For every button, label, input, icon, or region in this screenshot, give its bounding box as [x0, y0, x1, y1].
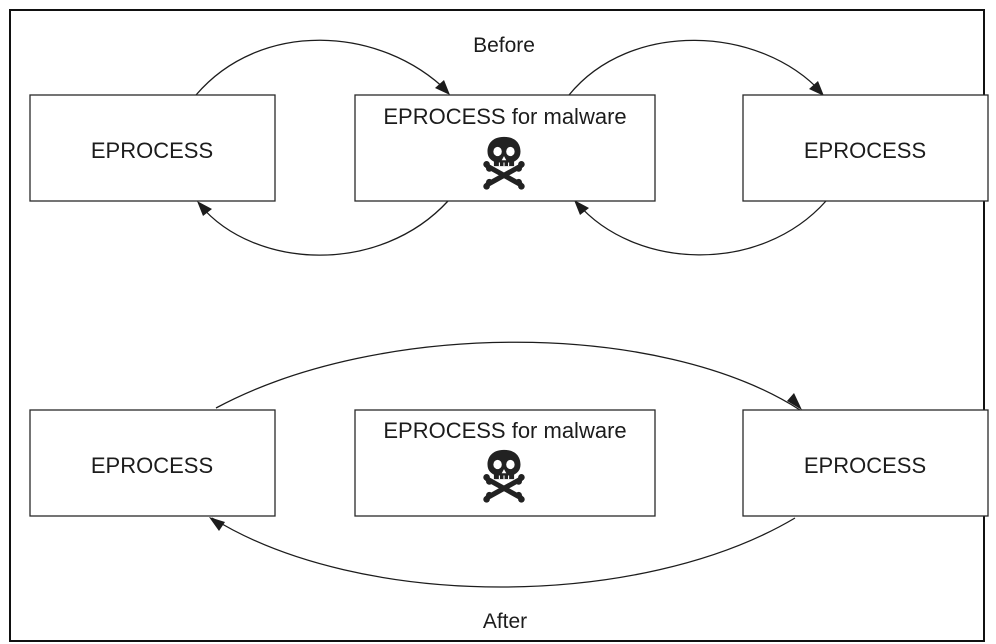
before-link-malware-to-1	[199, 200, 449, 256]
before-node-eprocess-3: EPROCESS	[742, 94, 989, 202]
after-link-3-to-1	[211, 517, 796, 588]
before-caption: Before	[473, 34, 535, 57]
node-label: EPROCESS for malware	[383, 104, 626, 129]
node-label: EPROCESS	[804, 138, 926, 163]
before-link-malware-to-3	[568, 39, 823, 96]
before-section: Before EPROCESS EPROCESS for malware EPR…	[29, 34, 989, 256]
after-caption: After	[483, 610, 527, 633]
node-label: EPROCESS	[91, 453, 213, 478]
arrowhead	[209, 517, 225, 531]
arrowhead	[787, 393, 802, 410]
node-label: EPROCESS	[804, 453, 926, 478]
node-label: EPROCESS for malware	[383, 418, 626, 443]
after-link-1-to-3	[215, 341, 801, 411]
node-label: EPROCESS	[91, 138, 213, 163]
arrowhead	[435, 80, 450, 95]
before-link-1-to-malware	[195, 39, 449, 96]
arrowhead	[809, 81, 824, 96]
after-node-eprocess-3: EPROCESS	[742, 409, 989, 517]
before-node-eprocess-1: EPROCESS	[29, 94, 276, 202]
before-node-eprocess-malware: EPROCESS for malware	[354, 94, 656, 202]
before-link-3-to-malware	[576, 200, 827, 256]
arrowhead	[197, 201, 212, 216]
after-node-eprocess-1: EPROCESS	[29, 409, 276, 517]
after-section: EPROCESS EPROCESS for malware EPROCESS A…	[29, 341, 989, 633]
arrowhead	[574, 200, 589, 215]
after-node-eprocess-malware: EPROCESS for malware	[354, 409, 656, 517]
